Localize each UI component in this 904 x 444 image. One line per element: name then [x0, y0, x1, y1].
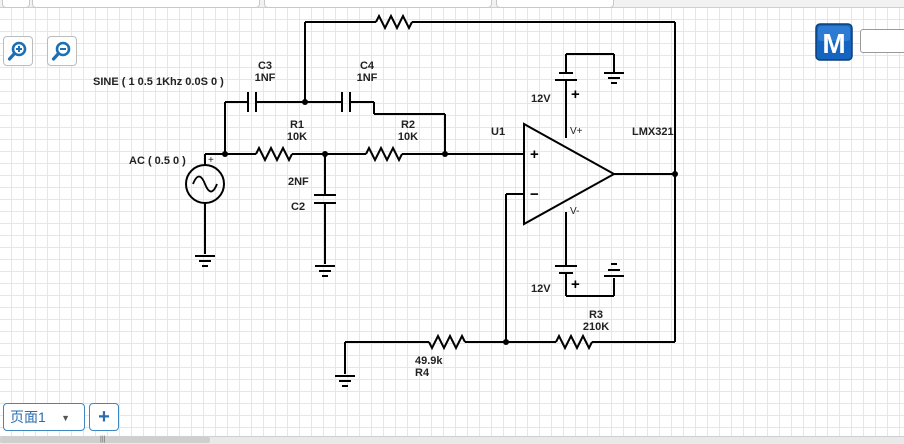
resistor-r3[interactable] — [555, 333, 593, 351]
supply-bottom-label: 12V — [531, 283, 551, 295]
r4-name: R4 — [415, 367, 430, 379]
battery-bottom-plus: + — [571, 276, 580, 293]
inverting-sign: − — [530, 186, 539, 203]
resistor-r1[interactable] — [255, 145, 293, 163]
resistor-r4[interactable] — [428, 333, 466, 351]
c4-value: 1NF — [357, 72, 378, 84]
toolbar-tab[interactable] — [496, 0, 614, 8]
r1-name: R1 — [290, 119, 304, 131]
junction-dot — [222, 151, 228, 157]
battery-top-plus: + — [571, 86, 580, 103]
c2-name: C2 — [291, 201, 305, 213]
page-tab[interactable]: 页面1 ▼ — [3, 403, 85, 431]
noninverting-sign: + — [530, 146, 539, 163]
scrollbar-grip-icon: ||| — [100, 436, 106, 443]
zoom-out-icon — [51, 41, 71, 61]
vplus-label: V+ — [570, 126, 583, 137]
add-page-label: + — [98, 405, 110, 428]
resistor-top[interactable] — [375, 13, 413, 31]
junction-dot — [302, 99, 308, 105]
sine-label: SINE ( 1 0.5 1Khz 0.0S 0 ) — [93, 76, 224, 88]
junction-dot — [442, 151, 448, 157]
horizontal-scrollbar-track[interactable] — [0, 436, 904, 444]
search-input[interactable] — [860, 29, 904, 53]
zoom-in-button[interactable] — [3, 36, 33, 66]
r2-name: R2 — [401, 119, 415, 131]
source-plus-sign: + — [208, 155, 214, 166]
opamp-u1[interactable] — [523, 122, 617, 226]
c3-name: C3 — [258, 60, 272, 72]
junction-dot — [503, 339, 509, 345]
c3-value: 1NF — [255, 72, 276, 84]
c4-name: C4 — [360, 60, 375, 72]
toolbar-tab[interactable] — [264, 0, 492, 8]
toolbar-tab[interactable] — [2, 0, 30, 8]
add-page-button[interactable]: + — [89, 403, 119, 431]
opamp-model-label: LMX321 — [632, 126, 674, 138]
junction-dot — [672, 171, 678, 177]
vminus-label: V- — [570, 206, 579, 217]
toolbar-tab[interactable] — [32, 0, 260, 8]
r1-value: 10K — [287, 131, 307, 143]
resistor-r2[interactable] — [365, 145, 403, 163]
ac-label: AC ( 0.5 0 ) — [129, 155, 186, 167]
zoom-out-button[interactable] — [47, 36, 77, 66]
brand-logo[interactable]: M — [815, 23, 853, 61]
chevron-down-icon[interactable]: ▼ — [61, 413, 70, 423]
u1-label: U1 — [491, 126, 505, 138]
zoom-in-icon — [7, 41, 27, 61]
supply-top-label: 12V — [531, 93, 551, 105]
r4-value: 49.9k — [415, 355, 443, 367]
junction-dot — [322, 151, 328, 157]
horizontal-scrollbar-thumb[interactable] — [0, 437, 210, 443]
r3-value: 210K — [583, 321, 609, 333]
top-toolbar-strip — [0, 0, 904, 8]
c2-value: 2NF — [288, 176, 309, 188]
r3-name: R3 — [589, 309, 603, 321]
page-tab-label: 页面1 — [10, 409, 46, 425]
logo-letter: M — [822, 28, 845, 59]
r2-value: 10K — [398, 131, 418, 143]
